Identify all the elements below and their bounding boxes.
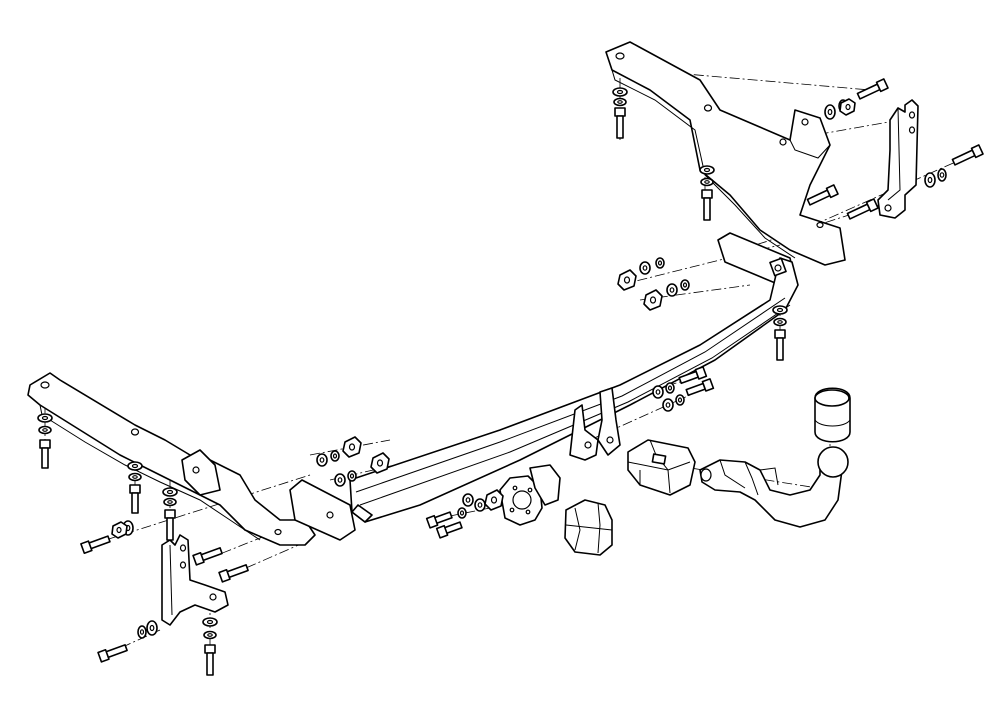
washer bbox=[824, 104, 836, 120]
bracket-hole bbox=[884, 204, 892, 212]
washer bbox=[38, 425, 52, 435]
nut bbox=[342, 436, 362, 458]
center-mount-brackets bbox=[569, 387, 621, 461]
bracket-hole bbox=[40, 381, 50, 389]
washer bbox=[613, 97, 627, 107]
bolt bbox=[192, 547, 223, 566]
bolt bbox=[806, 184, 839, 206]
washer bbox=[347, 470, 357, 482]
bolt bbox=[425, 511, 453, 529]
bracket-hole bbox=[908, 111, 916, 119]
bracket-hole bbox=[908, 126, 916, 134]
tow-ball-cap bbox=[814, 387, 851, 443]
washer bbox=[37, 413, 53, 423]
washer bbox=[334, 473, 346, 487]
washer bbox=[474, 498, 486, 512]
bolt bbox=[164, 509, 176, 541]
washer bbox=[772, 305, 788, 315]
detachable-tow-neck bbox=[699, 446, 849, 528]
bracket-hole bbox=[801, 118, 809, 126]
washer bbox=[675, 394, 685, 406]
bolt bbox=[39, 439, 51, 469]
bolt bbox=[204, 644, 216, 676]
left-side-bracket bbox=[27, 372, 316, 546]
bolt bbox=[97, 644, 128, 663]
bracket-hole bbox=[615, 52, 625, 60]
washer bbox=[127, 461, 143, 471]
nut bbox=[839, 98, 856, 116]
washer bbox=[699, 165, 715, 175]
washer bbox=[773, 317, 787, 327]
bolt bbox=[614, 107, 626, 139]
washer bbox=[937, 168, 947, 182]
bolt bbox=[685, 378, 715, 397]
right-side-bracket bbox=[605, 41, 846, 266]
washer bbox=[652, 385, 664, 399]
washer bbox=[330, 450, 340, 462]
washer bbox=[639, 261, 651, 275]
left-end-plate bbox=[289, 479, 356, 541]
bolt bbox=[218, 564, 249, 583]
bolt bbox=[80, 535, 111, 555]
left-drop-plate bbox=[161, 534, 229, 626]
washer bbox=[662, 398, 674, 412]
bolt bbox=[678, 366, 708, 385]
bolt bbox=[701, 189, 713, 221]
beam-end-hole bbox=[774, 264, 782, 272]
bolt bbox=[856, 78, 889, 100]
washer bbox=[163, 497, 177, 507]
washer bbox=[146, 620, 158, 636]
socket-plate bbox=[499, 464, 561, 526]
washer bbox=[655, 257, 665, 269]
nut bbox=[484, 489, 504, 511]
bracket-hole bbox=[274, 528, 282, 536]
bracket-hole bbox=[192, 466, 200, 474]
washer bbox=[203, 630, 217, 640]
washer bbox=[137, 625, 147, 639]
bracket-hole bbox=[130, 428, 140, 436]
nut bbox=[370, 452, 390, 474]
washer bbox=[457, 507, 467, 519]
cross-beam bbox=[349, 257, 799, 523]
bolt bbox=[774, 329, 786, 361]
washer bbox=[665, 382, 675, 394]
nuts bbox=[111, 98, 856, 539]
washer bbox=[680, 279, 690, 291]
washer bbox=[924, 172, 936, 188]
bolt-sets bbox=[39, 78, 984, 676]
bolt bbox=[129, 484, 141, 514]
washer bbox=[666, 283, 678, 297]
tow-ball-receiver bbox=[627, 439, 696, 496]
washer bbox=[612, 87, 628, 97]
washer bbox=[316, 453, 328, 467]
nut bbox=[111, 521, 128, 539]
washer bbox=[162, 487, 178, 497]
washer bbox=[700, 177, 714, 187]
bolt bbox=[951, 144, 984, 166]
bolt bbox=[435, 521, 463, 539]
bolt bbox=[846, 198, 879, 220]
electrical-socket bbox=[564, 499, 613, 556]
washer bbox=[202, 617, 218, 627]
right-drop-plate bbox=[877, 99, 919, 219]
bracket-hole bbox=[816, 221, 824, 229]
bracket-hole bbox=[703, 104, 713, 112]
washer bbox=[462, 493, 474, 507]
bracket-hole bbox=[779, 138, 787, 146]
nut bbox=[617, 269, 637, 291]
washer bbox=[128, 472, 142, 482]
nut bbox=[643, 289, 663, 311]
